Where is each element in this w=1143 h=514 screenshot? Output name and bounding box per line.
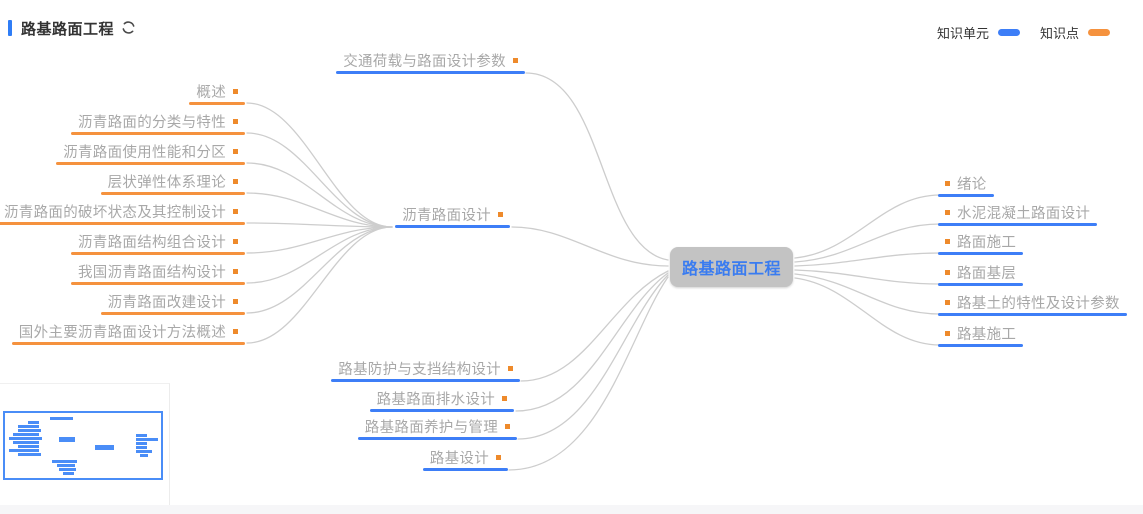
legend-item-knowledge-point: 知识点 (1040, 23, 1110, 42)
node-label: 路基路面养护与管理 (364, 419, 498, 436)
refresh-icon[interactable] (121, 20, 136, 35)
node-label: 绪论 (957, 176, 987, 193)
bullet-icon (945, 330, 950, 336)
node-label: 路基防护与支挡结构设计 (338, 361, 501, 378)
node-label: 交通荷载与路面设计参数 (343, 53, 506, 70)
minimap-node-bars (9, 417, 158, 475)
node-label: 路基设计 (429, 450, 489, 467)
bullet-icon (233, 298, 238, 304)
point-node[interactable]: 我国沥青路面结构设计 (71, 260, 245, 285)
node-label: 路面施工 (957, 234, 1017, 251)
unit-node-maintenance[interactable]: 路基路面养护与管理 (357, 415, 518, 440)
bullet-icon (233, 238, 238, 244)
node-label: 路面基层 (957, 265, 1017, 282)
node-label: 沥青路面设计 (402, 207, 491, 224)
point-node[interactable]: 沥青路面的分类与特性 (71, 110, 245, 135)
legend-unit-label: 知识单元 (936, 26, 989, 41)
unit-node-subgrade-design[interactable]: 路基设计 (422, 446, 509, 471)
unit-node-pavement-base[interactable]: 路面基层 (938, 261, 1024, 286)
node-label: 沥青路面的破坏状态及其控制设计 (4, 204, 226, 221)
footer-bar (0, 505, 1143, 514)
legend-point-swatch-icon (1088, 29, 1110, 36)
unit-node-protection-design[interactable]: 路基防护与支挡结构设计 (331, 357, 520, 382)
node-label: 路基施工 (957, 326, 1017, 343)
unit-node-asphalt-design[interactable]: 沥青路面设计 (395, 203, 510, 228)
legend-item-knowledge-unit: 知识单元 (937, 23, 1020, 42)
header-accent-bar (8, 20, 12, 36)
bullet-icon (502, 395, 507, 401)
bullet-icon (233, 178, 238, 184)
bullet-icon (508, 365, 513, 371)
bullet-icon (233, 208, 238, 214)
minimap[interactable] (0, 383, 170, 506)
bullet-icon (945, 180, 950, 186)
root-node[interactable]: 路基路面工程 (670, 247, 793, 287)
bullet-icon (496, 454, 501, 460)
bullet-icon (513, 57, 518, 63)
bullet-icon (498, 211, 503, 217)
bullet-icon (505, 423, 510, 429)
unit-node-drainage-design[interactable]: 路基路面排水设计 (369, 387, 515, 412)
bullet-icon (945, 238, 950, 244)
node-label: 水泥混凝土路面设计 (957, 205, 1091, 222)
node-label: 路基土的特性及设计参数 (957, 295, 1120, 312)
node-label: 国外主要沥青路面设计方法概述 (18, 324, 226, 341)
unit-node-soil-properties[interactable]: 路基土的特性及设计参数 (938, 291, 1127, 316)
point-node[interactable]: 概述 (189, 80, 245, 105)
point-node[interactable]: 沥青路面的破坏状态及其控制设计 (0, 200, 245, 225)
bullet-icon (233, 328, 238, 334)
bullet-icon (233, 88, 238, 94)
node-label: 沥青路面改建设计 (107, 294, 226, 311)
point-node[interactable]: 沥青路面使用性能和分区 (56, 140, 245, 165)
node-label: 沥青路面使用性能和分区 (63, 144, 226, 161)
unit-node-concrete-pavement[interactable]: 水泥混凝土路面设计 (938, 201, 1098, 226)
bullet-icon (233, 148, 238, 154)
unit-node-pavement-construction[interactable]: 路面施工 (938, 230, 1024, 255)
unit-node-subgrade-construction[interactable]: 路基施工 (938, 322, 1024, 347)
bullet-icon (233, 118, 238, 124)
legend-point-label: 知识点 (1039, 26, 1079, 41)
node-label: 概述 (196, 84, 226, 101)
node-label: 沥青路面的分类与特性 (78, 114, 226, 131)
page-title: 路基路面工程 (21, 21, 115, 38)
unit-node-traffic-load[interactable]: 交通荷载与路面设计参数 (336, 49, 525, 74)
legend: 知识单元 知识点 (937, 23, 1110, 42)
node-label: 层状弹性体系理论 (107, 174, 226, 191)
point-node[interactable]: 层状弹性体系理论 (100, 170, 246, 195)
bullet-icon (233, 268, 238, 274)
node-label: 我国沥青路面结构设计 (78, 264, 226, 281)
minimap-canvas (3, 411, 163, 480)
bullet-icon (945, 299, 950, 305)
point-node[interactable]: 国外主要沥青路面设计方法概述 (11, 320, 246, 345)
point-node[interactable]: 沥青路面改建设计 (100, 290, 246, 315)
unit-node-introduction[interactable]: 绪论 (938, 172, 994, 197)
minimap-viewport[interactable] (3, 411, 163, 480)
node-label: 沥青路面结构组合设计 (78, 234, 226, 251)
point-node[interactable]: 沥青路面结构组合设计 (71, 230, 245, 255)
legend-unit-swatch-icon (997, 29, 1020, 36)
bullet-icon (945, 209, 950, 215)
bullet-icon (945, 269, 950, 275)
node-label: 路基路面排水设计 (376, 391, 495, 408)
